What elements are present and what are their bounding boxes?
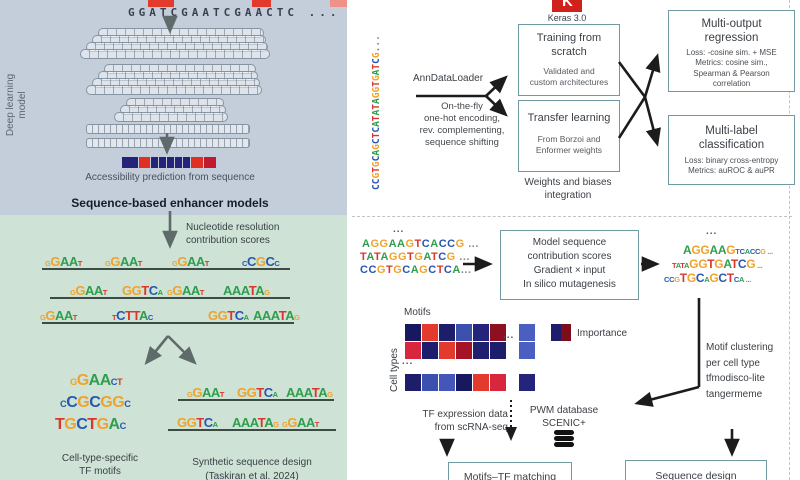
logo-sequence-line: TATAGGTGATCG ... (672, 257, 763, 271)
motif: AAATAG (286, 385, 333, 400)
transfer-learning-sub: From Borzoi and Enformer weights (535, 133, 603, 155)
heatmap-cell-types-label: Cell types (388, 322, 402, 392)
transfer-learning-box: Transfer learning From Borzoi and Enform… (518, 100, 620, 172)
training-scratch-sub: Validated and custom architectures (529, 65, 609, 87)
contribution-box-text: Model sequence contribution scores Gradi… (523, 237, 616, 290)
transfer-learning-title: Transfer learning (527, 112, 611, 124)
tf-motif: CCGCGGC (60, 394, 131, 411)
deep-learning-model-label-text: Deep learning model (5, 73, 28, 137)
vertical-dna-sequence-text: CCGTGCAGCTCATATAGGTGATCG... (371, 35, 382, 190)
contribution-scores-label: Nucleotide resolution contribution score… (186, 222, 280, 246)
tf-motif: TGCTGAC (55, 416, 126, 433)
heatmap-grid (405, 324, 540, 394)
motif: GGAAT (282, 415, 319, 430)
motif: AAATAG (232, 415, 279, 430)
logo-sequence-line: AGGAAGTCACCG ... (683, 243, 773, 257)
encoding-note: On-the-fly one-hot encoding, rev. comple… (419, 101, 505, 148)
motif-baseline (50, 297, 290, 299)
cnn-layer (80, 49, 270, 59)
heatmap-ellipsis-below: ... (402, 356, 414, 367)
dna-input-sequence: GGATCGAATCGAACTC ... (128, 6, 341, 19)
sequence-design-box: Sequence design (625, 460, 767, 480)
heatmap-motifs-label: Motifs (404, 307, 431, 318)
cnn-dense-layer (86, 138, 250, 148)
motif: GGTCA (122, 283, 163, 298)
sequence-design-label: Sequence design (655, 470, 737, 480)
motif: AAATAG (253, 308, 300, 323)
motif: GGAAT (167, 283, 204, 298)
prediction-bar (122, 157, 216, 168)
keras-logo-letter: K (562, 0, 573, 10)
input-sequence-line: AGGAAGTCACCG ... (362, 238, 479, 250)
wandb-note: Weights and biases integration (524, 177, 612, 201)
tf-expression-note: TF expression data from scRNA-seq (422, 409, 508, 433)
cnn-layer (114, 112, 228, 122)
clustering-note: Motif clustering per cell type tfmodisco… (706, 342, 774, 400)
motif: GGAAT (40, 308, 77, 323)
pwm-database-note: PWM database SCENIC+ (529, 405, 599, 429)
ellipsis-top: ... (393, 224, 405, 235)
tf-motif: GGAACT (70, 372, 123, 389)
motif: GGTCA (177, 415, 218, 430)
motif: GGTCA (208, 308, 249, 323)
heatmap-legend-label: Importance (577, 328, 628, 339)
training-scratch-title: Training from scratch (536, 32, 602, 58)
sequence-highlights (0, 0, 347, 8)
classification-title: Multi-label classification (698, 125, 765, 152)
accessibility-caption: Accessibility prediction from sequence (85, 172, 255, 183)
database-icon (554, 430, 574, 447)
vertical-dna-sequence: CCGTGCAGCTCATATAGGTGATCG... (368, 6, 392, 192)
motif: TCTTAC (112, 308, 153, 323)
ellipsis-logos: ... (706, 226, 718, 237)
heatmap-ellipsis-right: ... (503, 330, 515, 341)
deep-learning-model-label: Deep learning model (4, 20, 28, 170)
motif: GGAAT (45, 254, 82, 269)
motif: GGAAT (70, 283, 107, 298)
motif: CCGCC (242, 254, 280, 269)
cnn-dense-layer (86, 124, 250, 134)
classification-sub: Loss: binary cross-entropy Metrics: auRO… (684, 155, 779, 176)
training-scratch-box: Training from scratch Validated and cust… (518, 24, 620, 96)
enhancer-models-title: Sequence-based enhancer models (71, 196, 269, 210)
classification-box: Multi-label classification Loss: binary … (668, 115, 795, 185)
regression-box: Multi-output regression Loss: -cosine si… (668, 10, 795, 92)
motif: GGAAT (187, 385, 224, 400)
tf-motifs-caption: Cell-type-specific TF motifs (61, 453, 139, 477)
regression-title: Multi-output regression (701, 18, 762, 45)
motif-baseline (42, 322, 294, 324)
synthetic-design-citation: (Taskiran et al. 2024) (205, 471, 299, 480)
dashed-divider-vertical (789, 0, 790, 480)
synthetic-design-caption: Synthetic sequence design (192, 457, 312, 468)
regression-sub: Loss: -cosine sim. + MSE Metrics: cosine… (686, 47, 777, 88)
motif: GGTCA (237, 385, 278, 400)
motifs-tf-matching-label: Motifs–TF matching (463, 471, 557, 480)
motif-baseline (42, 268, 290, 270)
motif: GGAAT (172, 254, 209, 269)
keras-label: Keras 3.0 (547, 13, 587, 23)
anndataloader-label: AnnDataLoader (413, 73, 484, 84)
logo-sequence-line: CCGTGCAGCTCA ... (664, 271, 751, 285)
motif: AAATAG (223, 283, 270, 298)
dashed-divider-horizontal (352, 216, 792, 217)
motif: GGAAT (105, 254, 142, 269)
motif-baseline (178, 399, 334, 401)
input-sequence-line: TATAGGTGATCG ... (360, 251, 470, 263)
heatmap-cell-types-label-text: Cell types (389, 348, 400, 392)
cnn-layer (86, 85, 262, 95)
keras-logo: K (552, 0, 582, 12)
motifs-tf-matching-box: Motifs–TF matching (448, 462, 572, 480)
heatmap-legend-swatches (551, 324, 571, 341)
motif-baseline (168, 429, 336, 431)
input-sequence-line: CCGTGCAGCTCA... (360, 264, 472, 276)
contribution-box: Model sequence contribution scores Gradi… (500, 230, 639, 300)
